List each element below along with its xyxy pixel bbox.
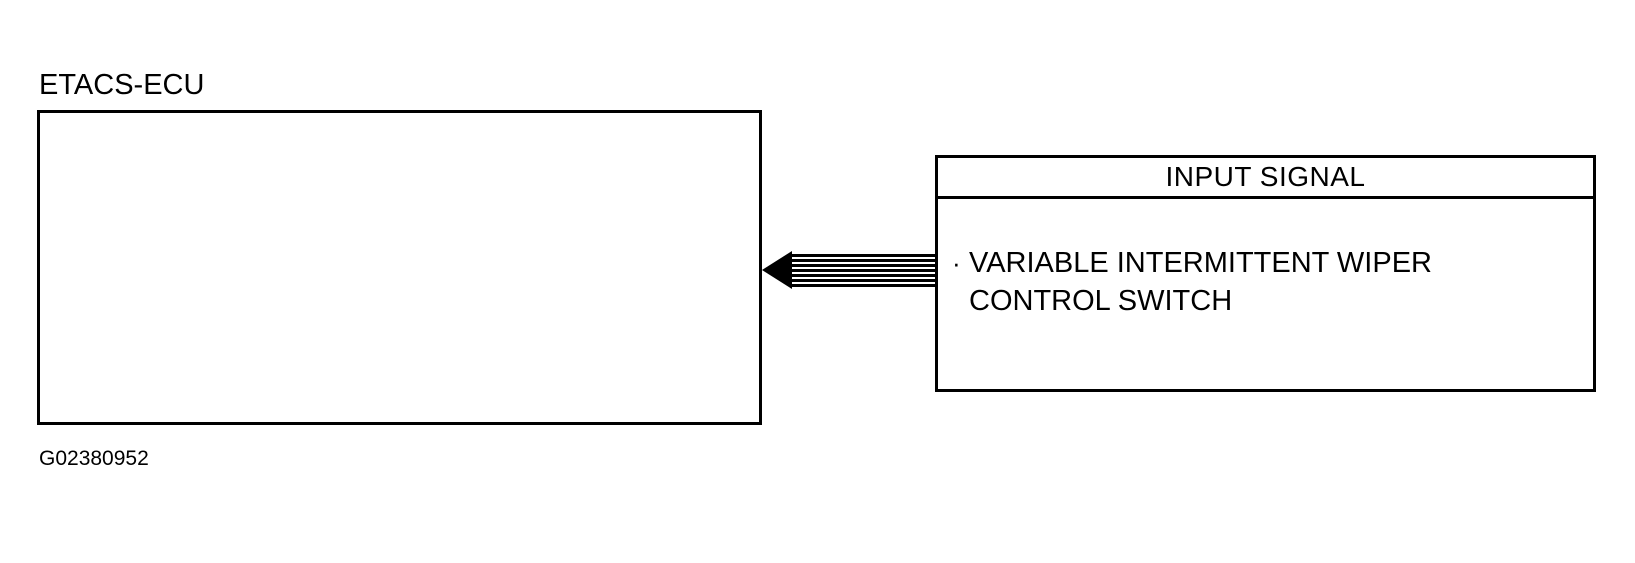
input-signal-item-label: VARIABLE INTERMITTENT WIPER CONTROL SWIT… <box>969 247 1432 317</box>
input-signal-body: · VARIABLE INTERMITTENT WIPER CONTROL SW… <box>938 199 1593 389</box>
signal-connector-arrow <box>760 248 938 292</box>
ecu-title-label: ETACS-ECU <box>39 69 205 101</box>
input-signal-header: INPUT SIGNAL <box>938 158 1593 199</box>
ecu-box <box>37 110 762 425</box>
input-signal-box: INPUT SIGNAL · VARIABLE INTERMITTENT WIP… <box>935 155 1596 392</box>
list-item: · VARIABLE INTERMITTENT WIPER CONTROL SW… <box>952 244 1591 320</box>
connector-stripes <box>790 254 938 287</box>
arrowhead <box>762 251 792 289</box>
figure-id-caption: G02380952 <box>39 447 149 470</box>
bullet-icon: · <box>952 248 961 278</box>
